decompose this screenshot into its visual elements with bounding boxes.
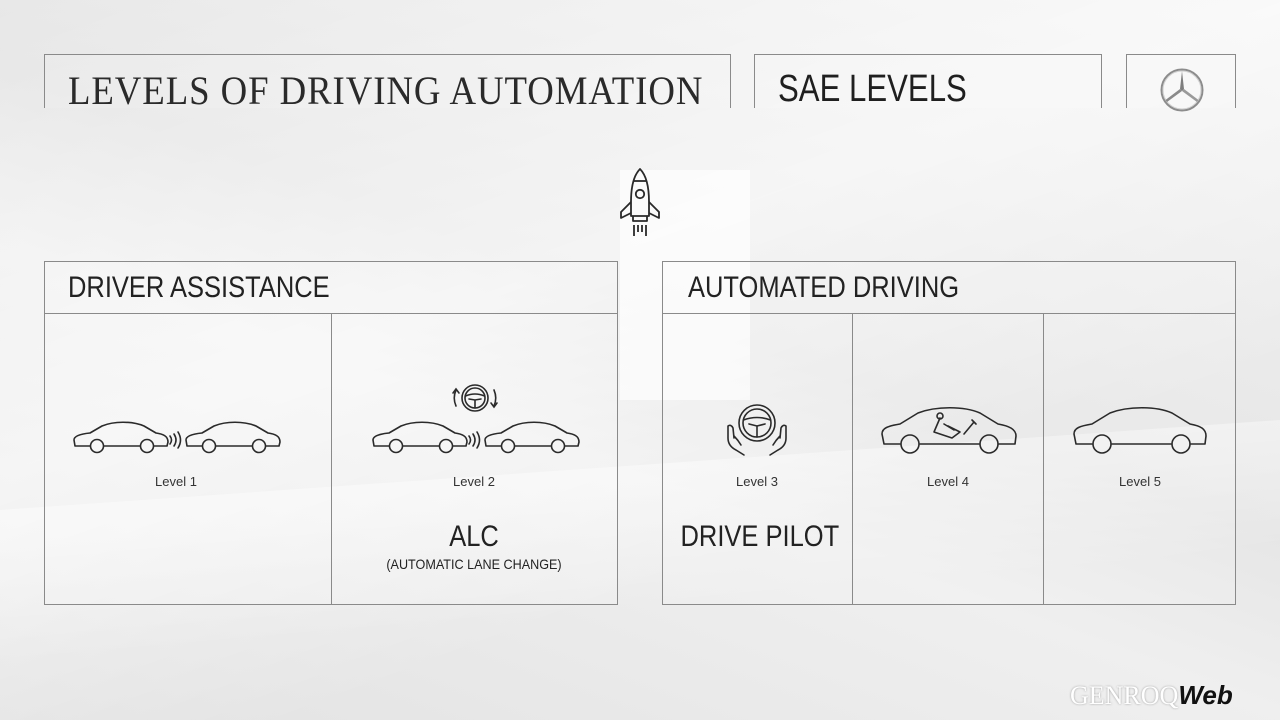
automated-driving-divider-1: [852, 313, 853, 605]
level-5-label: Level 5: [1119, 474, 1161, 489]
level-2-label: Level 2: [453, 474, 495, 489]
alc-label: ALC: [449, 520, 499, 553]
watermark-genroq: GENROQ: [1070, 681, 1179, 710]
car-reclined-seat-icon: [878, 404, 1020, 456]
automated-driving-header-divider: [662, 313, 1236, 314]
automated-driving-title: AUTOMATED DRIVING: [688, 271, 960, 304]
light-window: [620, 170, 750, 400]
level-1-label: Level 1: [155, 474, 197, 489]
alc-subtitle: (AUTOMATIC LANE CHANGE): [386, 556, 562, 572]
driver-assistance-title: DRIVER ASSISTANCE: [68, 271, 330, 304]
genroq-web-watermark: GENROQWeb: [1070, 680, 1233, 711]
driver-assistance-column-divider: [331, 313, 332, 605]
drive-pilot-label: DRIVE PILOT: [680, 520, 840, 553]
watermark-web: Web: [1178, 680, 1233, 710]
two-cars-steering-icon: [369, 418, 581, 458]
automated-driving-divider-2: [1043, 313, 1044, 605]
level-3-label: Level 3: [736, 474, 778, 489]
rocket-icon: [614, 166, 666, 238]
car-icon: [1070, 404, 1210, 456]
steering-wheel-rotate-icon: [448, 378, 502, 418]
two-cars-distance-icon: [70, 418, 282, 458]
mercedes-star-icon: [1159, 67, 1205, 113]
sae-levels-title: SAE LEVELS: [778, 68, 967, 110]
header-title-box: [44, 54, 731, 108]
page-title: LEVELS OF DRIVING AUTOMATION: [68, 68, 704, 113]
hands-off-steering-wheel-icon: [722, 398, 792, 458]
header-sae-box: [754, 54, 1102, 108]
level-4-label: Level 4: [927, 474, 969, 489]
